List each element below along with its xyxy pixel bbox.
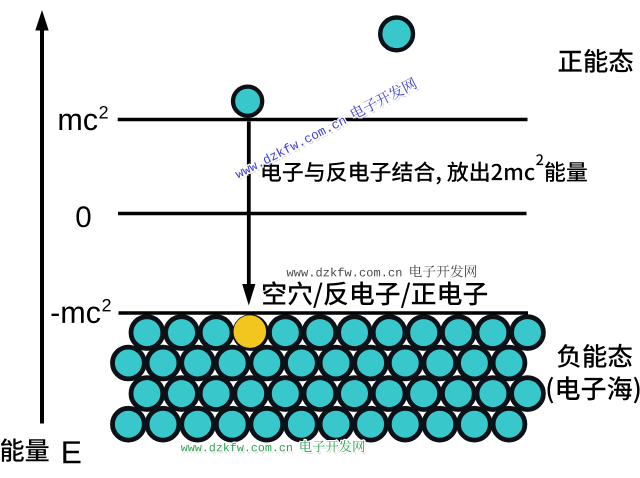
sea-electron: [213, 405, 251, 443]
sea-electron: [197, 375, 235, 412]
sea-electron: [266, 314, 304, 351]
sea-electron: [421, 344, 459, 382]
energy-axis: [35, 10, 49, 424]
label-positive-states-glyphs: [558, 48, 633, 73]
electron-on-mc2-level: [230, 84, 265, 118]
sea-electron: [439, 375, 477, 412]
sea-electron: [456, 344, 493, 382]
level-label-neg-mc2-base: [51, 306, 101, 324]
sea-electron: [336, 375, 373, 412]
sea-electron: [266, 375, 304, 412]
sea-electron: [405, 314, 443, 351]
label-negative-states-glyphs: [557, 343, 632, 368]
sea-electron: [317, 405, 355, 443]
sea-electron: [352, 405, 389, 443]
sea-electron: [301, 375, 339, 412]
sea-electron: [421, 405, 459, 443]
label-hole: [263, 281, 488, 308]
transition-text-glyphs: [262, 161, 535, 185]
sea-electron: [456, 405, 493, 443]
sea-electron: [248, 344, 286, 382]
sea-electron: [144, 344, 182, 382]
sea-electron: [283, 405, 320, 443]
hole-positron: [233, 315, 267, 348]
sea-electron: [490, 405, 528, 443]
axis-label-cjk: [0, 438, 49, 462]
level-label-mc2: [59, 106, 108, 131]
transition-arrow: [242, 121, 256, 306]
sea-electron: [352, 344, 389, 382]
sea-electron: [386, 344, 424, 382]
sea-electron: [128, 314, 166, 351]
sea-electron: [110, 344, 147, 382]
label-negative-states: [557, 343, 632, 368]
level-label-neg-mc2: [51, 298, 111, 324]
sea-electron: [509, 375, 546, 412]
sea-electron: [248, 405, 286, 443]
level-label-mc2-sup: [99, 106, 108, 119]
sea-electron: [301, 314, 339, 351]
label-hole-glyphs: [263, 281, 488, 308]
energy-axis-arrowhead-icon: [35, 10, 49, 31]
sea-electron: [179, 405, 216, 443]
sea-electron: [386, 405, 424, 443]
label-positive-states: [558, 48, 633, 73]
sea-electron: [370, 375, 408, 412]
sea-electron: [110, 405, 147, 443]
electron-sea: [110, 314, 546, 443]
axis-label-latin-glyphs: [63, 441, 81, 464]
sea-electron: [163, 314, 200, 351]
label-transition: [262, 154, 587, 185]
free-electron: [378, 15, 416, 53]
sea-electron: [163, 375, 200, 412]
level-label-mc2-base: [59, 113, 98, 131]
sea-electron: [213, 344, 251, 382]
sea-electron: [283, 344, 320, 382]
axis-label-cjk-glyphs: [0, 438, 49, 462]
sea-electron: [439, 314, 477, 351]
transition-text2-glyphs: [545, 161, 587, 182]
transition-arrowhead-icon: [242, 284, 256, 306]
sea-electron: [474, 375, 512, 412]
label-electron-sea: [547, 376, 640, 404]
sea-electron: [317, 344, 355, 382]
sea-electron: [232, 375, 270, 412]
axis-label-latin: [63, 441, 81, 464]
sea-electron: [336, 314, 373, 351]
label-electron-sea-glyphs: [547, 376, 640, 404]
sea-electron: [128, 375, 166, 412]
sea-electron: [490, 344, 528, 382]
sea-electron: [474, 314, 512, 351]
sea-electron: [144, 405, 182, 443]
sea-electron: [179, 344, 216, 382]
sea-electron: [509, 314, 546, 351]
sea-electron: [197, 314, 235, 351]
transition-sup-glyphs: [536, 154, 544, 166]
sea-electron: [405, 375, 443, 412]
sea-electron: [370, 314, 408, 351]
level-label-neg-mc2-sup: [102, 298, 111, 312]
